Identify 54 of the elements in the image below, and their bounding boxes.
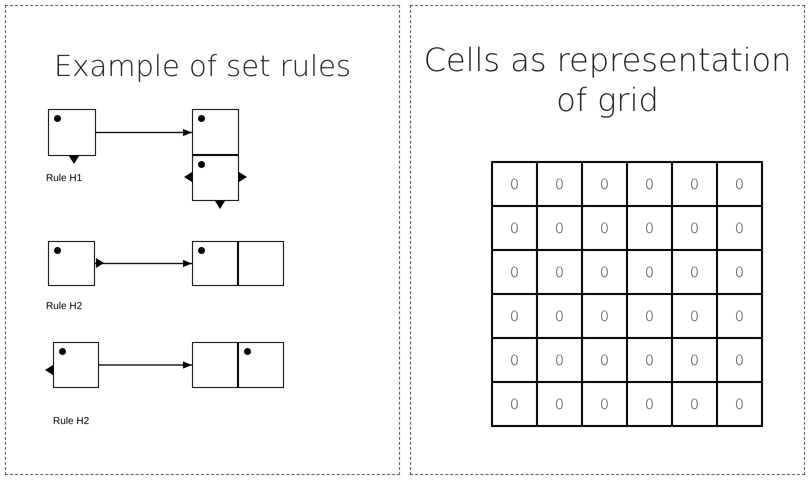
- grid-cell: 0: [717, 162, 762, 206]
- grid-cell: 0: [672, 294, 717, 338]
- arrow: [99, 361, 192, 369]
- grid-cell: 0: [537, 206, 582, 250]
- grid-cell: 0: [672, 206, 717, 250]
- rule-cell: [238, 342, 284, 388]
- panel-frame: [410, 5, 805, 475]
- grid-cell: 0: [492, 338, 537, 382]
- grid-cell: 0: [672, 250, 717, 294]
- arrow: [96, 128, 192, 136]
- rule-cell: [48, 241, 95, 286]
- grid-cell: 0: [492, 250, 537, 294]
- grid-cell: 0: [582, 162, 627, 206]
- grid-cell: 0: [492, 162, 537, 206]
- rule-label: Rule H1: [46, 173, 82, 184]
- grid-cell: 0: [672, 162, 717, 206]
- rule-cell: [48, 109, 96, 156]
- grid-cell: 0: [717, 294, 762, 338]
- grid-cell: 0: [582, 338, 627, 382]
- grid-cell: 0: [582, 206, 627, 250]
- rule-cell: [238, 241, 284, 286]
- grid-cell: 0: [627, 206, 672, 250]
- grid-cell: 0: [537, 294, 582, 338]
- rule-label: Rule H2: [46, 301, 82, 312]
- grid-cell: 0: [492, 294, 537, 338]
- grid-cell: 0: [492, 206, 537, 250]
- grid-cell: 0: [672, 338, 717, 382]
- grid-cell: 0: [537, 382, 582, 426]
- grid-cell: 0: [492, 382, 537, 426]
- grid-cell: 0: [717, 250, 762, 294]
- rule-cell: [192, 342, 238, 388]
- panel-title: Example of set rules: [52, 48, 352, 84]
- grid-cell: 0: [537, 250, 582, 294]
- grid-cell: 0: [627, 294, 672, 338]
- grid-cell: 0: [717, 206, 762, 250]
- panel-frame: [5, 5, 400, 475]
- rule-cell: [192, 155, 239, 201]
- rule-cell: [192, 241, 238, 286]
- panel-title: Cells as representation of grid: [422, 40, 792, 120]
- grid-cell: 0: [672, 382, 717, 426]
- grid-cell: 0: [582, 250, 627, 294]
- rule-cell: [192, 109, 239, 155]
- rule-cell: [53, 342, 99, 388]
- grid-cell: 0: [717, 338, 762, 382]
- grid-cell: 0: [627, 162, 672, 206]
- grid-cell: 0: [717, 382, 762, 426]
- grid-cell: 0: [582, 382, 627, 426]
- grid-cell: 0: [627, 250, 672, 294]
- grid-cell: 0: [627, 338, 672, 382]
- rule-label: Rule H2: [53, 416, 90, 427]
- grid-cell: 0: [627, 382, 672, 426]
- grid-cell: 0: [537, 162, 582, 206]
- grid-cell: 0: [537, 338, 582, 382]
- grid-cell: 0: [582, 294, 627, 338]
